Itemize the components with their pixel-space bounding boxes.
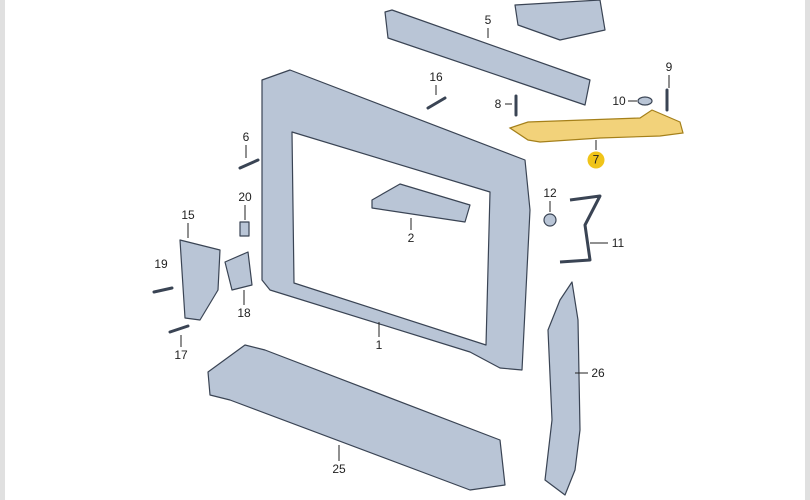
part-16-bolt[interactable] [426,96,447,110]
callout-16: 16 [429,70,443,84]
part-20-clip[interactable] [239,221,250,237]
left-border [0,0,5,500]
part-6-bolt[interactable] [238,158,260,170]
callout-5: 5 [484,13,492,27]
callout-9: 9 [665,60,673,74]
callout-10: 10 [612,94,626,108]
callout-7-highlighted: 7 [587,151,605,169]
part-12-nut[interactable] [543,213,557,227]
part-2-air-guide[interactable] [371,183,471,223]
callout-1: 1 [375,338,383,352]
part-18-holder[interactable] [224,251,253,291]
callout-18: 18 [237,306,251,320]
part-5-upper-trim[interactable] [384,9,591,106]
part-26-air-duct[interactable] [544,281,581,496]
callout-20: 20 [238,190,252,204]
part-top-bracket[interactable] [514,0,606,41]
part-25-bumper-beam[interactable] [207,344,506,491]
part-7-support-rail[interactable] [508,109,684,143]
part-10-grommet[interactable] [637,96,653,106]
callout-2: 2 [407,231,415,245]
part-1-frame[interactable] [261,69,531,371]
callout-17: 17 [174,348,188,362]
callout-8: 8 [494,97,502,111]
part-17-bolt[interactable] [168,324,190,334]
right-border [805,0,810,500]
part-11-bracket[interactable] [559,194,602,264]
callout-12: 12 [543,186,557,200]
callout-15: 15 [181,208,195,222]
callout-19: 19 [154,257,168,271]
callout-26: 26 [591,366,605,380]
callout-25: 25 [332,462,346,476]
callout-11: 11 [611,236,625,250]
part-15-side-bracket[interactable] [179,239,221,321]
part-19-bolt[interactable] [152,286,174,294]
callout-6: 6 [242,130,250,144]
